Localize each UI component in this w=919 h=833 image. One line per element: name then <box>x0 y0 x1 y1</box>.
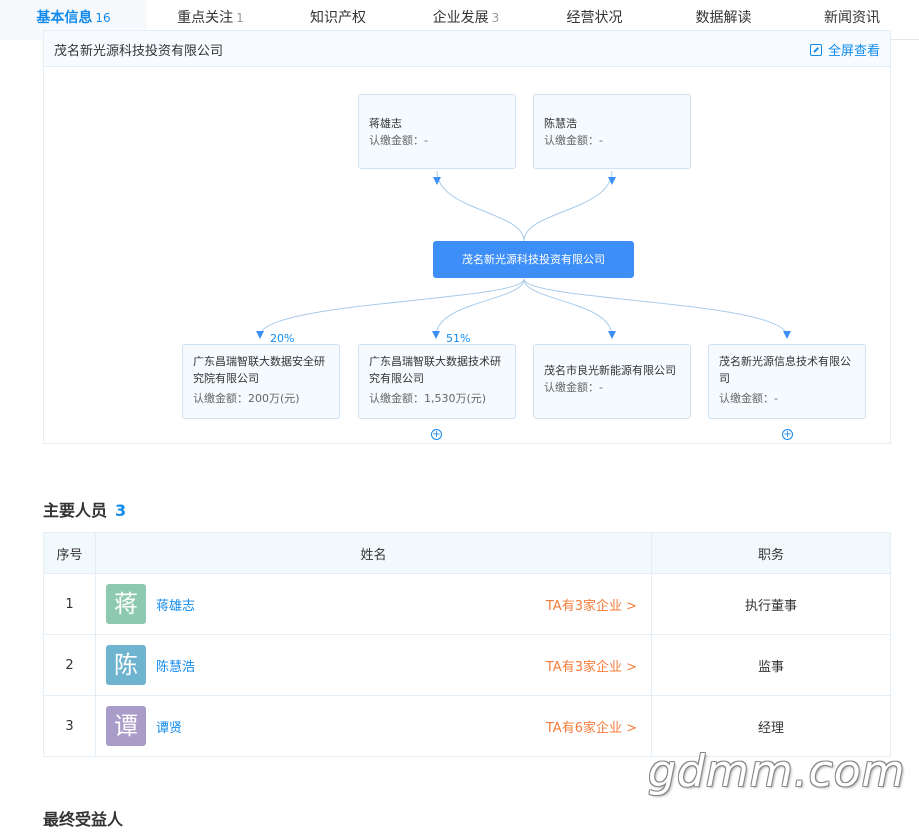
table-row: 2 陈 陈慧浩 TA有3家企业 > 监事 <box>43 634 891 696</box>
personnel-section-title: 主要人员 3 <box>43 497 126 521</box>
table-header-row: 序号 姓名 职务 <box>43 532 891 574</box>
panel-title: 茂名新光源科技投资有限公司 <box>54 44 224 59</box>
table-row: 3 谭 谭贤 TA有6家企业 > 经理 <box>43 695 891 757</box>
related-companies-link[interactable]: TA有6家企业 > <box>545 721 637 736</box>
tab-label: 基本信息 <box>36 10 93 26</box>
tab-operations[interactable]: 经营状况 <box>530 0 659 40</box>
section-title-text: 主要人员 <box>43 501 108 520</box>
person-name-link[interactable]: 蒋雄志 <box>156 599 196 614</box>
person-name-link[interactable]: 谭贤 <box>156 721 183 736</box>
avatar[interactable]: 陈 <box>106 645 146 685</box>
avatar[interactable]: 蒋 <box>106 584 146 624</box>
equity-structure-panel: 茂名新光源科技投资有限公司 全屏查看 蒋雄志 认缴金额：- 陈慧浩 认缴金额：-… <box>43 30 891 444</box>
shareholder-name: 陈慧浩 <box>544 117 577 130</box>
tab-label: 新闻资讯 <box>824 10 880 26</box>
fullscreen-button[interactable]: 全屏查看 <box>809 40 880 59</box>
expand-plus-icon[interactable]: + <box>431 429 442 440</box>
shareholder-node[interactable]: 蒋雄志 认缴金额：- <box>358 94 516 169</box>
column-header: 序号 <box>43 532 96 574</box>
personnel-table: 序号 姓名 职务 1 蒋 蒋雄志 TA有3家企业 > 执行董事 2 陈 陈慧浩 … <box>43 532 891 757</box>
investment-node[interactable]: 茂名新光源信息技术有限公司 认缴金额：- <box>708 344 866 419</box>
row-index: 1 <box>43 573 96 635</box>
investment-percent: 20% <box>270 332 295 345</box>
tab-count: 1 <box>236 11 244 25</box>
investment-name: 茂名新光源信息技术有限公司 <box>719 355 851 385</box>
investment-node[interactable]: 广东昌瑞智联大数据安全研究院有限公司 认缴金额：200万(元) <box>182 344 340 419</box>
shareholder-node[interactable]: 陈慧浩 认缴金额：- <box>533 94 691 169</box>
row-index: 3 <box>43 695 96 757</box>
column-header: 职务 <box>651 532 891 574</box>
tab-label: 经营状况 <box>566 10 623 26</box>
section-count: 3 <box>115 501 127 520</box>
beneficiary-section-title: 最终受益人 <box>43 810 124 829</box>
investment-amount: 认缴金额：200万(元) <box>193 392 300 405</box>
investment-amount: 认缴金额：1,530万(元) <box>369 392 487 405</box>
investment-amount: 认缴金额：- <box>544 381 603 394</box>
name-cell: 陈 陈慧浩 TA有3家企业 > <box>95 634 652 696</box>
column-header: 姓名 <box>95 532 652 574</box>
tab-ip[interactable]: 知识产权 <box>274 0 402 40</box>
name-cell: 谭 谭贤 TA有6家企业 > <box>95 695 652 757</box>
tab-news[interactable]: 新闻资讯 <box>788 0 916 40</box>
avatar[interactable]: 谭 <box>106 706 146 746</box>
investment-node[interactable]: 广东昌瑞智联大数据技术研究有限公司 认缴金额：1,530万(元) <box>358 344 516 419</box>
expand-plus-icon[interactable]: + <box>782 429 793 440</box>
investment-name: 广东昌瑞智联大数据技术研究有限公司 <box>369 355 501 385</box>
shareholder-name: 蒋雄志 <box>369 117 402 130</box>
fullscreen-icon <box>809 44 822 56</box>
panel-header: 茂名新光源科技投资有限公司 全屏查看 <box>44 31 890 67</box>
position-cell: 经理 <box>651 695 891 757</box>
equity-connector-lines <box>256 170 791 339</box>
tab-label: 重点关注 <box>177 10 234 26</box>
name-cell: 蒋 蒋雄志 TA有3家企业 > <box>95 573 652 635</box>
tab-count: 3 <box>491 11 500 25</box>
position-cell: 执行董事 <box>651 573 891 635</box>
tab-label: 企业发展 <box>432 10 489 26</box>
investment-amount: 认缴金额：- <box>719 392 778 405</box>
related-companies-link[interactable]: TA有3家企业 > <box>545 599 637 614</box>
investment-percent: 51% <box>446 332 471 345</box>
related-companies-link[interactable]: TA有3家企业 > <box>545 660 637 675</box>
table-row: 1 蒋 蒋雄志 TA有3家企业 > 执行董事 <box>43 573 891 635</box>
position-cell: 监事 <box>651 634 891 696</box>
fullscreen-label: 全屏查看 <box>827 44 880 59</box>
row-index: 2 <box>43 634 96 696</box>
shareholder-amount: 认缴金额：- <box>369 134 428 147</box>
investment-name: 广东昌瑞智联大数据安全研究院有限公司 <box>193 355 325 385</box>
tab-label: 知识产权 <box>310 10 366 26</box>
shareholder-amount: 认缴金额：- <box>544 134 603 147</box>
person-name-link[interactable]: 陈慧浩 <box>156 660 196 675</box>
tab-data-analysis[interactable]: 数据解读 <box>659 0 788 40</box>
watermark: gdmm.com <box>648 746 906 797</box>
investment-name: 茂名市良光新能源有限公司 <box>544 364 676 377</box>
tab-label: 数据解读 <box>695 10 752 26</box>
tab-count: 16 <box>95 11 111 25</box>
investment-node[interactable]: 茂名市良光新能源有限公司 认缴金额：- <box>533 344 691 419</box>
company-center-node[interactable]: 茂名新光源科技投资有限公司 <box>433 241 634 278</box>
